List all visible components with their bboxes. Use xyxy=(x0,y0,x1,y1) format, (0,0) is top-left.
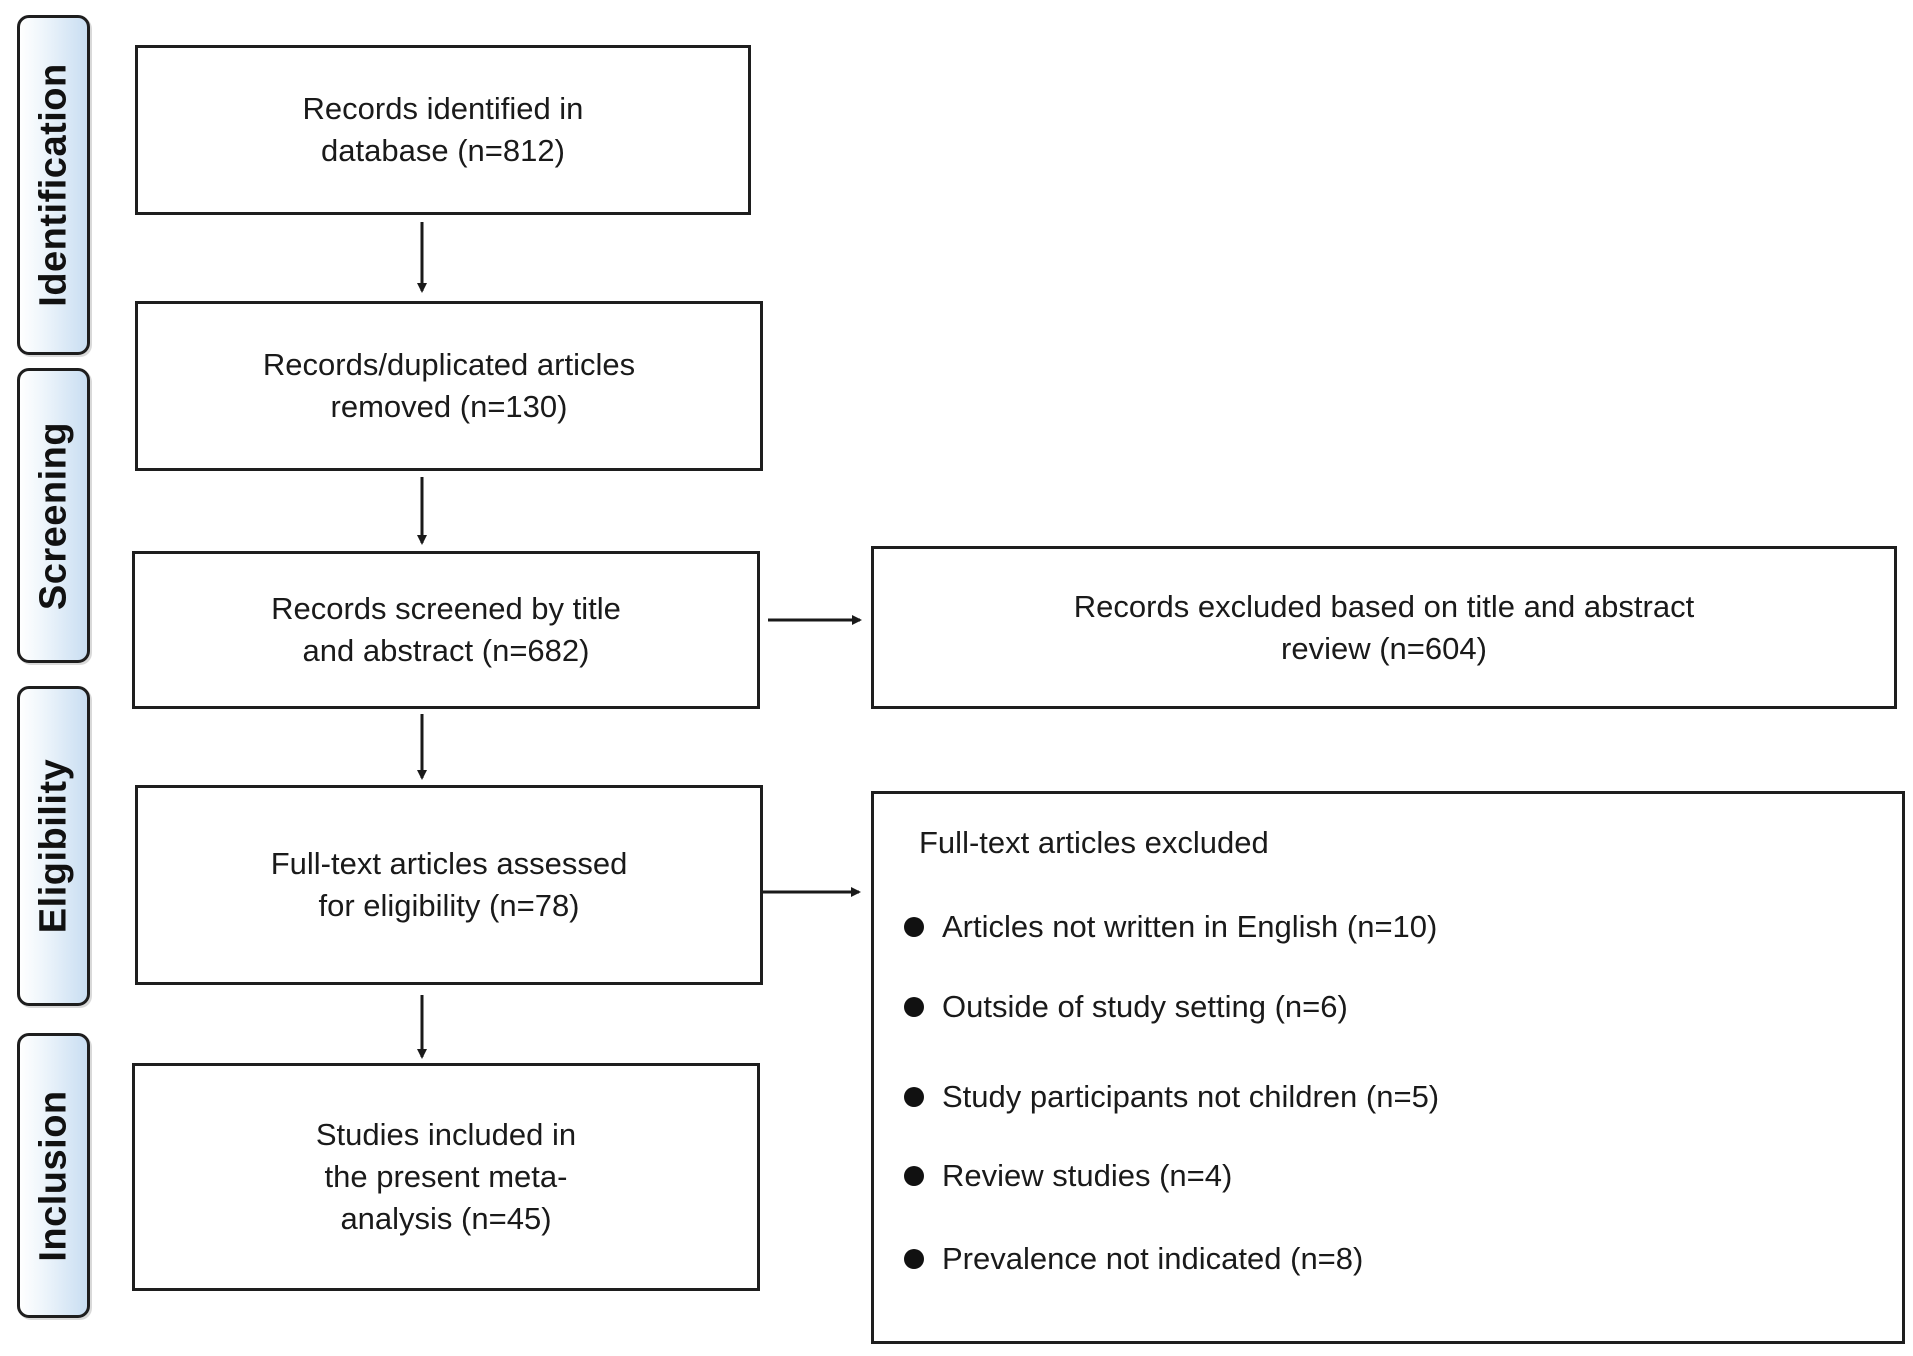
box-records-screened-line2: and abstract (n=682) xyxy=(302,633,590,668)
exclusion-item-label: Outside of study setting (n=6) xyxy=(942,989,1348,1024)
box-fulltext-assessed: Full-text articles assessed for eligibil… xyxy=(135,785,763,985)
box-records-identified-line1: Records identified in xyxy=(302,91,584,126)
box-studies-included-line3: analysis (n=45) xyxy=(340,1201,552,1236)
box-records-screened: Records screened by title and abstract (… xyxy=(132,551,760,709)
box-records-excluded-title-line1: Records excluded based on title and abst… xyxy=(1073,588,1695,624)
stage-inclusion: Inclusion xyxy=(17,1033,90,1318)
exclusion-item: Prevalence not indicated (n=8) xyxy=(904,1238,1363,1280)
exclusion-item: Outside of study setting (n=6) xyxy=(904,986,1348,1028)
box-studies-included-line2: the present meta- xyxy=(324,1159,568,1194)
box-studies-included: Studies included in the present meta- an… xyxy=(132,1063,760,1291)
box-fulltext-excluded: Full-text articles excluded Articles not… xyxy=(871,791,1905,1344)
box-fulltext-assessed-line2: for eligibility (n=78) xyxy=(318,888,580,923)
stage-screening: Screening xyxy=(17,368,90,663)
exclusion-item-label: Prevalence not indicated (n=8) xyxy=(942,1241,1364,1276)
box-duplicates-removed-line2: removed (n=130) xyxy=(330,389,568,424)
bullet-icon xyxy=(904,1249,924,1269)
bullet-icon xyxy=(904,997,924,1017)
box-records-identified-line2: database (n=812) xyxy=(321,133,565,168)
box-fulltext-assessed-line1: Full-text articles assessed xyxy=(270,846,628,881)
stage-identification: Identification xyxy=(17,15,90,355)
box-records-excluded-title-line2: review (n=604) xyxy=(1281,630,1487,666)
bullet-icon xyxy=(904,1087,924,1107)
box-studies-included-line1: Studies included in xyxy=(315,1117,577,1152)
box-records-screened-line1: Records screened by title xyxy=(271,591,621,626)
exclusion-item-label: Review studies (n=4) xyxy=(942,1158,1233,1193)
exclusion-item: Study participants not children (n=5) xyxy=(904,1076,1439,1118)
box-duplicates-removed-line1: Records/duplicated articles xyxy=(262,347,636,382)
box-records-identified: Records identified in database (n=812) xyxy=(135,45,751,215)
box-duplicates-removed: Records/duplicated articles removed (n=1… xyxy=(135,301,763,471)
bullet-icon xyxy=(904,1166,924,1186)
exclusion-item-label: Study participants not children (n=5) xyxy=(942,1079,1440,1114)
exclusion-item-label: Articles not written in English (n=10) xyxy=(942,909,1438,944)
box-records-excluded-title: Records excluded based on title and abst… xyxy=(871,546,1897,709)
stage-eligibility: Eligibility xyxy=(17,686,90,1006)
bullet-icon xyxy=(904,917,924,937)
exclusion-item: Review studies (n=4) xyxy=(904,1155,1232,1197)
exclusion-item: Articles not written in English (n=10) xyxy=(904,906,1437,948)
fulltext-excluded-title: Full-text articles excluded xyxy=(919,825,1269,860)
